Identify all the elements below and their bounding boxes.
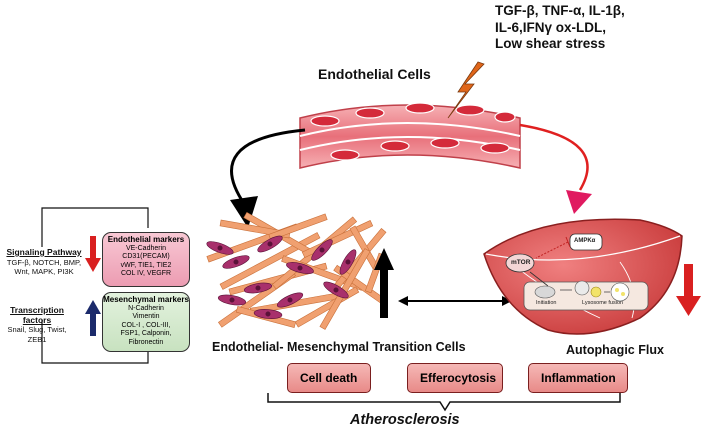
ampk-label: AMPKα <box>574 238 596 244</box>
endothelial-marker-item: CD31(PECAM) <box>122 253 170 261</box>
mesenchymal-marker-item: Vimentin <box>132 313 160 321</box>
cell-nucleus <box>287 297 293 303</box>
lightning-icon <box>447 61 485 119</box>
mesenchymal-markers-title: Mesenchymal markers <box>103 295 189 304</box>
endothelial-down-arrow <box>85 236 101 272</box>
collagen-fiber <box>268 213 328 241</box>
stimuli-line-2: IL-6,IFNγ ox-LDL, <box>495 19 606 35</box>
cell-nucleus <box>297 265 303 271</box>
cell-nucleus <box>233 259 239 265</box>
left-bracket <box>41 207 149 364</box>
mesenchymal-up-arrow <box>85 300 101 336</box>
transcription-title-2: factors <box>22 314 52 325</box>
cell-nucleus <box>217 245 223 251</box>
cell-nucleus <box>265 311 271 317</box>
autophagy-leaf <box>483 218 683 335</box>
cell-death-label: Cell death <box>300 371 358 385</box>
endmt-label: Endothelial- Mesenchymal Transition Cell… <box>212 340 466 354</box>
mtor-node <box>505 253 535 273</box>
signaling-line-1: TGF-β, NOTCH, BMP, <box>6 257 82 267</box>
transcription-line-2: ZEB1 <box>27 334 47 344</box>
cell-nucleus <box>229 297 235 303</box>
arrowhead-autophagy <box>566 190 592 214</box>
endothelial-markers-title: Endothelial markers <box>107 235 185 244</box>
endothelial-markers-box: Endothelial markers VE-Cadherin CD31(PEC… <box>102 232 190 287</box>
ampk-node <box>569 233 603 251</box>
endothelial-marker-item: COL IV, VEGFR <box>120 270 172 278</box>
signaling-pathway-label: Signaling Pathway TGF-β, NOTCH, BMP, Wnt… <box>2 247 86 277</box>
mesenchymal-marker-item: FSP1, Calponin, <box>120 330 172 338</box>
mtor-label: mTOR <box>511 259 531 266</box>
cell-nucleus <box>333 287 339 293</box>
stimuli-line-3: Low shear stress <box>495 36 606 51</box>
cell-nucleus <box>267 241 273 247</box>
collagen-fiber <box>319 248 371 330</box>
inflammation-box: Inflammation <box>528 363 628 393</box>
arrow-to-endmt <box>230 128 306 206</box>
endmt-cell-cluster <box>206 211 387 330</box>
atherosclerosis-bracket <box>267 393 621 412</box>
mesenchymal-marker-item: Fibronectin <box>128 338 164 346</box>
stimuli-line-1: TGF-β, TNF-α, IL-1β, <box>495 3 625 18</box>
transcription-factors-label: Transcription factors Snail, Slug, Twist… <box>2 305 72 344</box>
atherosclerosis-label: Atherosclerosis <box>350 412 460 428</box>
mesenchymal-marker-item: N-Cadherin <box>128 304 164 312</box>
efferocytosis-label: Efferocytosis <box>420 371 497 385</box>
autophagic-flux-label: Autophagic Flux <box>566 343 664 357</box>
mesenchymal-markers-box: Mesenchymal markers N-Cadherin Vimentin … <box>102 292 190 352</box>
signaling-line-2: Wnt, MAPK, PI3K <box>14 267 74 276</box>
endothelial-marker-item: vWF, TIE1, TIE2 <box>120 261 172 269</box>
stimuli-label: TGF-β, TNF-α, IL-1β, IL-6,IFNγ ox-LDL, L… <box>495 3 625 53</box>
efferocytosis-box: Efferocytosis <box>407 363 503 393</box>
endothelial-cells-title: Endothelial Cells <box>318 66 431 82</box>
endothelial-marker-item: VE-Cadherin <box>125 244 167 252</box>
arrow-to-autophagy <box>519 123 589 191</box>
arrowhead-endmt <box>230 196 258 228</box>
initiation-label: Initiation <box>536 300 557 306</box>
inflammation-label: Inflammation <box>541 371 616 385</box>
mesenchymal-marker-item: COL-I , COL-III, <box>121 321 171 329</box>
cell-nucleus <box>319 247 325 253</box>
autophagy-down-arrow <box>676 264 701 316</box>
lysosome-fusion-label: Lysosome fusion <box>582 300 624 306</box>
transcription-line-1: Snail, Slug, Twist, <box>7 325 67 334</box>
cell-death-box: Cell death <box>287 363 371 393</box>
transcription-title-1: Transcription <box>10 305 64 315</box>
blood-vessel <box>299 102 521 169</box>
signaling-title: Signaling Pathway <box>6 247 82 257</box>
cell-nucleus <box>255 285 261 291</box>
double-arrow <box>398 296 512 306</box>
cell-nucleus <box>345 259 351 265</box>
endmt-up-arrow <box>374 248 394 318</box>
